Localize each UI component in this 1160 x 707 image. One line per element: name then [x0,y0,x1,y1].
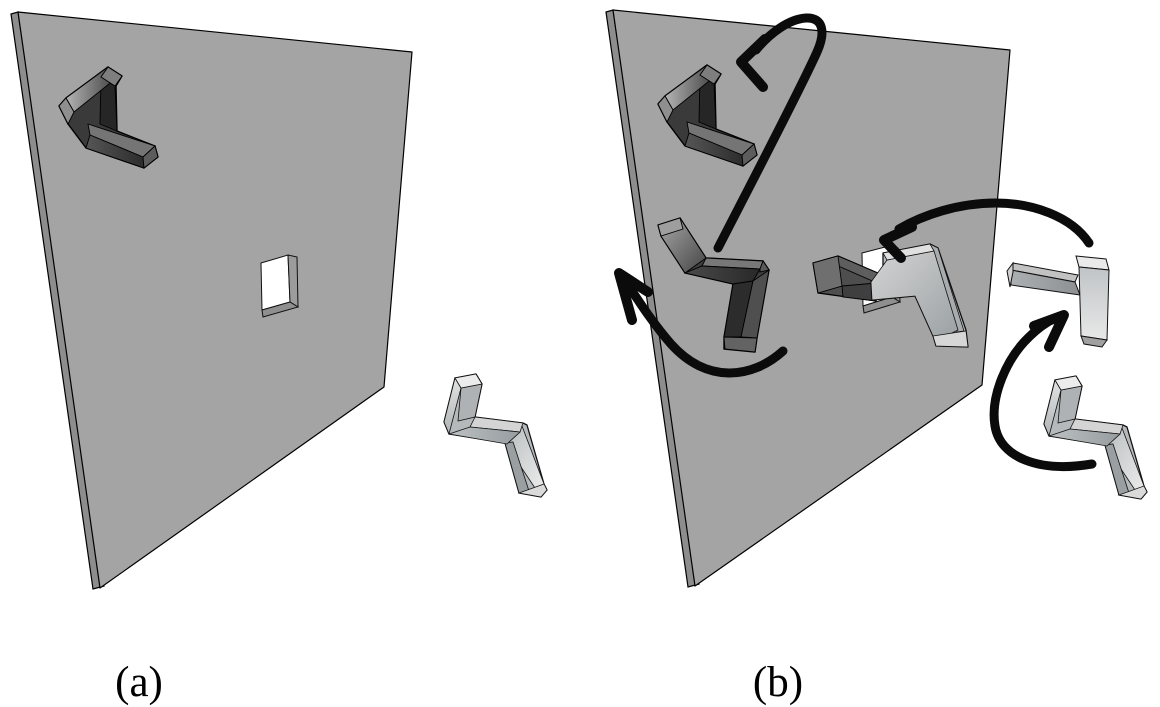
arrow-right-to-hole-icon [879,198,1094,263]
panel-a [10,11,548,590]
arrow-sweep-left-edge-icon [614,268,788,378]
arrow-lift-rotate-right-icon [989,310,1097,471]
arrow-loop-over-top-icon [713,13,827,253]
light-z-block-start-a [443,373,548,498]
hole-a [260,254,300,318]
z-block-through-hole-b [812,243,969,348]
panel-a-label: (a) [115,659,163,706]
panel-b-label: (b) [753,659,803,706]
light-z-block-mid-b [1006,255,1110,348]
dark-z-block-rotating-b [657,217,770,353]
motion-arrows [614,13,1097,471]
panel-b [605,9,1148,588]
light-z-block-start-b [1043,375,1148,500]
